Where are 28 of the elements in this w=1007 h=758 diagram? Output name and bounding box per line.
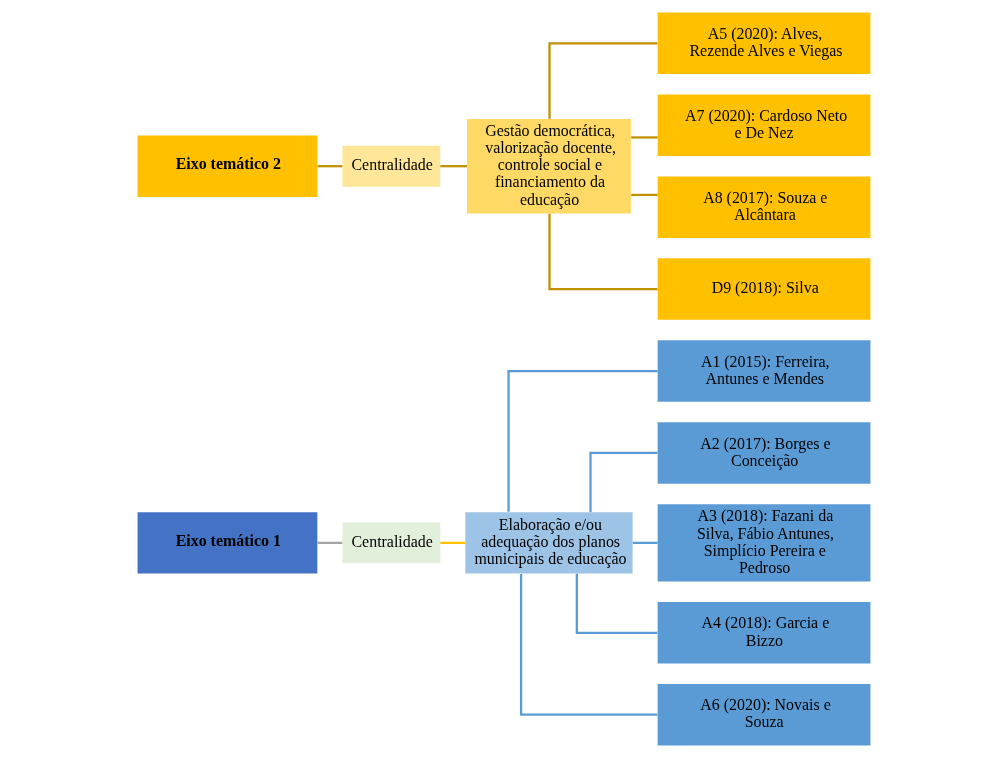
node-box: D9 (2018): Silva xyxy=(657,258,870,320)
node-box: A6 (2020): Novais e Souza xyxy=(657,684,870,746)
node-box: A1 (2015): Ferreira, Antunes e Mendes xyxy=(657,340,870,402)
connector xyxy=(439,165,467,168)
connector xyxy=(575,573,657,634)
connector xyxy=(317,541,342,544)
node-box: A4 (2018): Garcia e Bizzo xyxy=(657,602,870,664)
connector xyxy=(632,541,657,544)
node-box: A3 (2018): Fazani da Silva, Fábio Antunes, Simplício Pereira e Pedroso xyxy=(657,504,870,582)
node-box: A7 (2020): Cardoso Neto e De Nez xyxy=(657,94,870,156)
connector xyxy=(506,369,658,512)
node-box: A5 (2020): Alves, Rezende Alves e Viegas xyxy=(657,12,870,74)
connector xyxy=(588,451,658,512)
connector xyxy=(439,541,465,544)
node-box: Eixo temático 1 xyxy=(137,512,317,574)
node-box: Centralidade xyxy=(341,522,440,564)
connector xyxy=(547,213,657,291)
node-box: Elaboração e/ou adequação dos planos municipais de educação xyxy=(464,512,633,574)
node-box: Centralidade xyxy=(341,145,440,187)
connector xyxy=(317,165,342,168)
node-box: A2 (2017): Borges e Conceição xyxy=(657,422,870,484)
connector xyxy=(547,42,657,119)
connector xyxy=(519,574,657,716)
connector xyxy=(630,193,658,197)
node-box: Eixo temático 2 xyxy=(137,135,317,197)
connector xyxy=(630,136,658,139)
node-box: Gestão democrática, valorização docente, controle social e financiamento da educação xyxy=(466,118,631,214)
node-box: A8 (2017): Souza e Alcântara xyxy=(657,176,870,238)
